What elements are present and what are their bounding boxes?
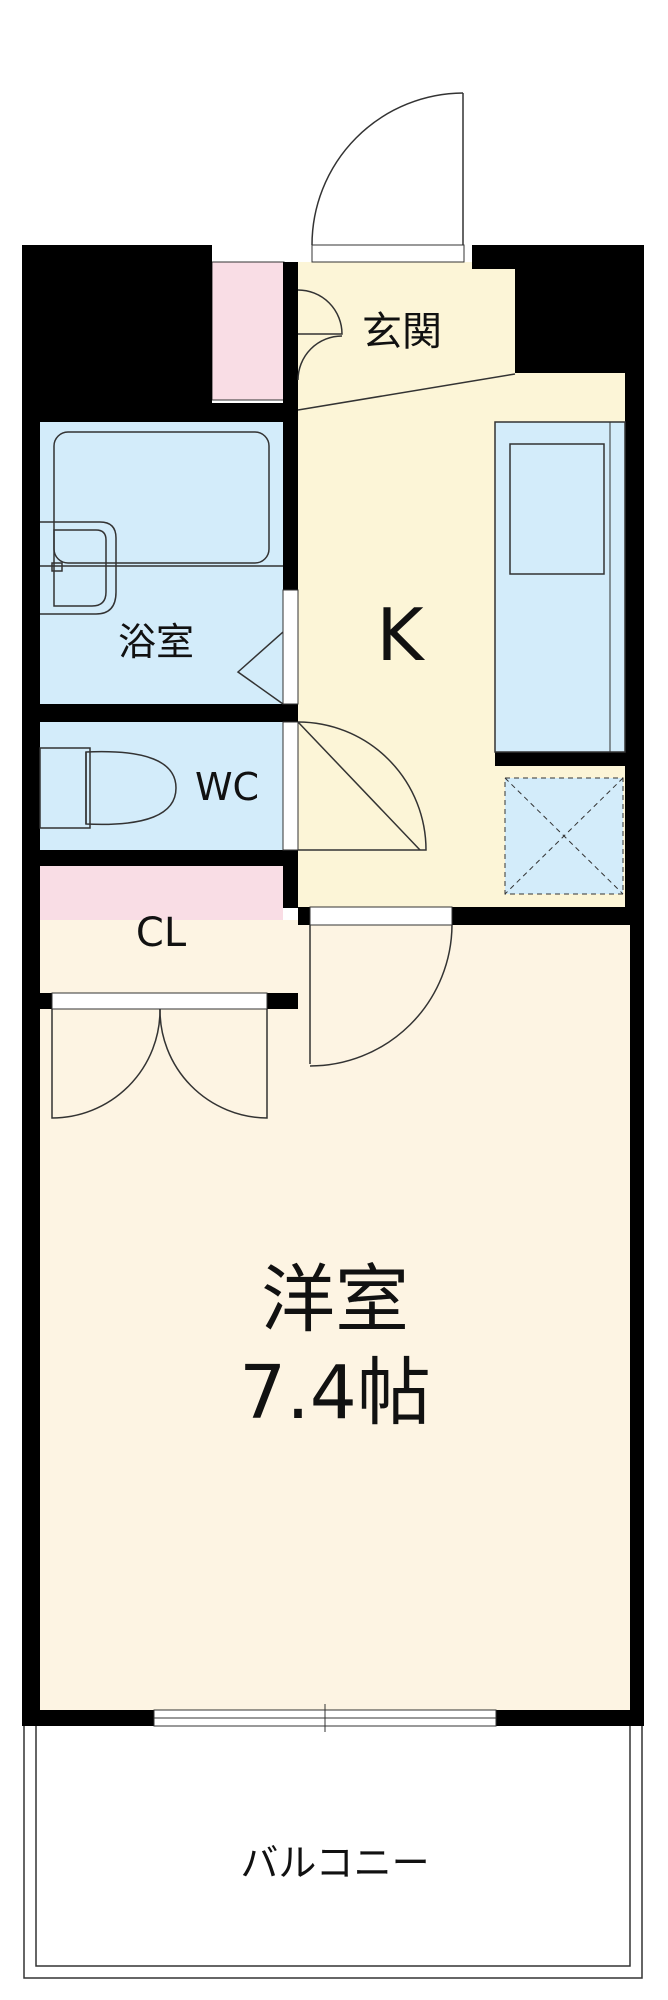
toilet-icon bbox=[39, 747, 177, 829]
wall-fridge-divider bbox=[495, 752, 630, 766]
bath-door-gap bbox=[282, 589, 299, 705]
wall-bath-toilet bbox=[22, 704, 298, 722]
pillar-top-right bbox=[515, 245, 644, 373]
bathtub-icon bbox=[40, 431, 283, 567]
wall-bath-top bbox=[22, 403, 298, 422]
bath-label: 浴室 bbox=[118, 620, 194, 664]
fridge-space-icon bbox=[504, 777, 624, 895]
wall-left bbox=[22, 245, 40, 1725]
washbasin-icon bbox=[40, 521, 117, 615]
western-room-size: 7.4帖 bbox=[239, 1350, 431, 1436]
entrance-door-gap bbox=[311, 244, 465, 263]
entrance-floor bbox=[298, 262, 515, 410]
entrance-label: 玄関 bbox=[362, 309, 442, 355]
western-room-label: 洋室 bbox=[261, 1257, 409, 1343]
toilet-door-gap bbox=[282, 721, 299, 851]
wall-kitchen-right bbox=[625, 373, 644, 913]
balcony-label: バルコニー bbox=[240, 1841, 429, 1885]
counter-icon bbox=[494, 421, 626, 753]
western-room-floor-lower bbox=[40, 993, 638, 1710]
entrance-step-line bbox=[297, 373, 516, 411]
pillar-top-left bbox=[22, 245, 212, 403]
room-door-gap bbox=[309, 906, 453, 926]
wall-toilet-closet bbox=[22, 850, 298, 866]
closet-door-gap bbox=[51, 992, 268, 1010]
kitchen-label: K bbox=[376, 593, 425, 677]
toilet-label: WC bbox=[195, 765, 259, 809]
balcony-outline bbox=[23, 1726, 643, 1979]
closet-label: CL bbox=[136, 910, 187, 956]
shoe-cabinet bbox=[211, 261, 285, 401]
door-swing-icon bbox=[51, 92, 464, 1119]
